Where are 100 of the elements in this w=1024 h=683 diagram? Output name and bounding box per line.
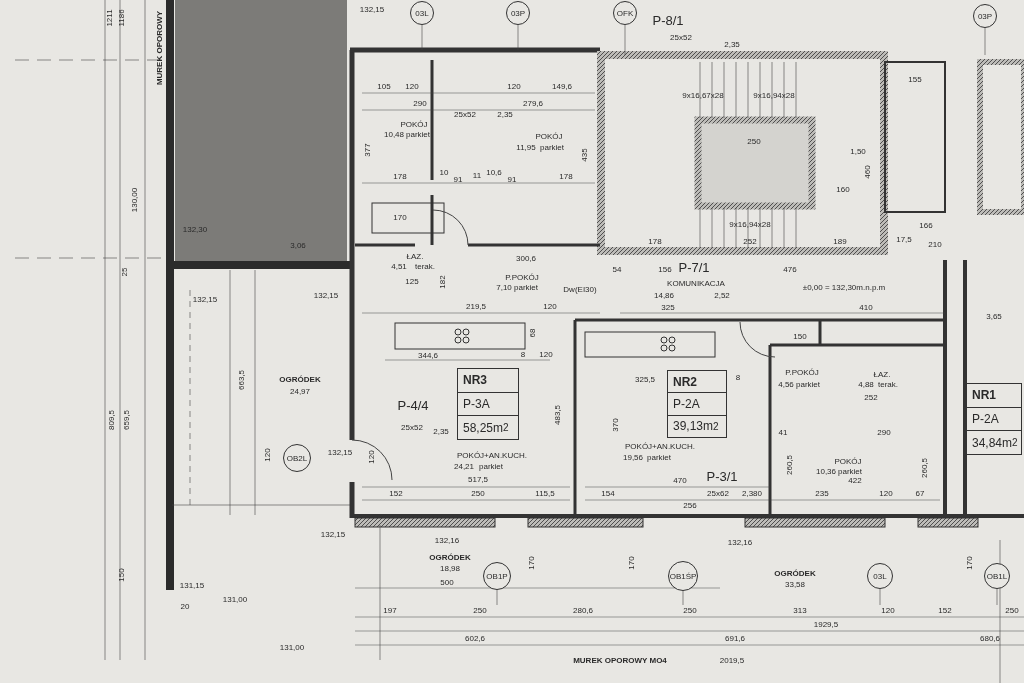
dimension-label: 1186 — [118, 9, 126, 27]
stair-note: 9x16,67x28 — [682, 92, 724, 100]
window-mark: P-3/1 — [706, 469, 738, 483]
dimension-label: 10,6 — [486, 169, 502, 177]
dimension-label: 54 — [612, 266, 622, 274]
floor-finish: parkiet — [540, 144, 564, 152]
room-area: 10,36 — [816, 468, 836, 476]
dimension-label: 250 — [1005, 607, 1019, 615]
window-mark: P-8/1 — [652, 13, 684, 27]
floor-finish: parkiet — [514, 284, 538, 292]
room-area: 10,48 — [384, 131, 404, 139]
window-size: 25x52 — [670, 34, 692, 42]
dimension-label: 11 — [472, 172, 482, 180]
elevation-mark: 2,380 — [742, 490, 762, 498]
apartment-label-box — [966, 383, 1022, 455]
grid-axis-bubble — [867, 563, 893, 589]
floor-finish: terak. — [415, 263, 435, 271]
apartment-type: P-2A — [668, 392, 726, 415]
dimension-label: 91 — [453, 176, 463, 184]
grid-axis-bubble — [668, 561, 698, 591]
dimension-label: 517,5 — [468, 476, 488, 484]
elevation-mark: 131,00 — [279, 644, 305, 652]
room-name: POKÓJ+AN.KUCH. — [625, 443, 695, 451]
dimension-label: 170 — [966, 556, 974, 570]
grid-axis-bubble — [613, 1, 637, 25]
elevation-mark: 2,35 — [497, 111, 513, 119]
grid-axis-bubble — [483, 562, 511, 590]
dimension-label: 1929,5 — [813, 621, 839, 629]
floor-finish: parkiet — [479, 463, 503, 471]
room-area: 14,86 — [654, 292, 674, 300]
floor-finish: parkiet — [647, 454, 671, 462]
apartment-number: NR1 — [971, 387, 997, 405]
room-name: POKÓJ — [834, 458, 862, 466]
elevation-mark: 131,15 — [179, 582, 205, 590]
dimension-label: 500 — [440, 579, 454, 587]
dimension-label: 325 — [661, 304, 675, 312]
floor-finish: terak. — [878, 381, 898, 389]
room-area: 7,10 — [496, 284, 512, 292]
garden-label: OGRÓDEK — [279, 376, 321, 384]
elevation-mark: 132,15 — [320, 531, 346, 539]
dimension-label: 476 — [783, 266, 797, 274]
dimension-label: 120 — [405, 83, 419, 91]
room-area: 19,56 — [623, 454, 643, 462]
elevation-mark: 132,15 — [359, 6, 385, 14]
dimension-label: 344,6 — [418, 352, 438, 360]
dimension-label: 279,6 — [523, 100, 543, 108]
axis-label: OB2L — [286, 453, 308, 463]
axis-label: 03P — [510, 8, 526, 18]
apartment-type: P-3A — [458, 391, 518, 416]
elevation-mark: 3,06 — [290, 242, 306, 250]
grid-axis-bubble — [973, 4, 997, 28]
room-name: POKÓJ — [400, 121, 428, 129]
dimension-label: 178 — [559, 173, 573, 181]
elevation-mark: 132,16 — [727, 539, 753, 547]
room-mark: P-7/1 — [678, 260, 710, 274]
room-name: POKÓJ+AN.KUCH. — [457, 452, 527, 460]
window-size: 25x62 — [707, 490, 729, 498]
room-name: P.POKÓJ — [505, 274, 539, 282]
elevation-mark: 132,15 — [192, 296, 218, 304]
dimension-label: 280,6 — [573, 607, 593, 615]
dimension-label: 290 — [413, 100, 427, 108]
dimension-label: 809,5 — [108, 410, 116, 430]
axis-label: OB1L — [986, 571, 1008, 581]
garden-area: 24,97 — [290, 388, 310, 396]
grid-axis-bubble — [283, 444, 311, 472]
apartment-label-box — [667, 370, 727, 438]
room-area: 4,51 — [391, 263, 407, 271]
dimension-label: 252 — [743, 238, 757, 246]
dimension-label: 470 — [673, 477, 687, 485]
elevation-mark: 132,15 — [313, 292, 339, 300]
elevation-mark: 1,50 — [850, 148, 866, 156]
dimension-label: 250 — [471, 490, 485, 498]
stair-note: 9x16,94x28 — [753, 92, 795, 100]
dimension-label: 115,5 — [535, 490, 555, 498]
dimension-label: 313 — [793, 607, 807, 615]
dimension-label: 325,5 — [635, 376, 655, 384]
elevation-mark: 2,35 — [433, 428, 449, 436]
dimension-label: 178 — [648, 238, 662, 246]
dimension-label: 435 — [581, 148, 589, 162]
dimension-label: 41 — [778, 429, 788, 437]
axis-label: OB1ŚP — [669, 571, 697, 581]
room-name: POKÓJ — [535, 133, 563, 141]
dimension-label: 2019,5 — [719, 657, 745, 665]
apartment-label-box — [457, 368, 519, 440]
dimension-label: 460 — [864, 165, 872, 179]
axis-label: 03L — [873, 571, 887, 581]
room-area: 24,21 — [454, 463, 474, 471]
dimension-label: 252 — [864, 394, 878, 402]
garden-area: 18,98 — [440, 565, 460, 573]
garden-label: OGRÓDEK — [774, 570, 816, 578]
dimension-label: 659,5 — [123, 410, 131, 430]
dimension-label: 300,6 — [516, 255, 536, 263]
dimension-label: 197 — [383, 607, 397, 615]
dimension-label: 105 — [377, 83, 391, 91]
dimension-label: 152 — [389, 490, 403, 498]
axis-label: OB1P — [486, 571, 508, 581]
axis-label: 03L — [415, 8, 429, 18]
room-area: 4,88 — [858, 381, 874, 389]
dimension-label: 1211 — [106, 9, 114, 27]
window-mark: P-4/4 — [397, 398, 429, 412]
